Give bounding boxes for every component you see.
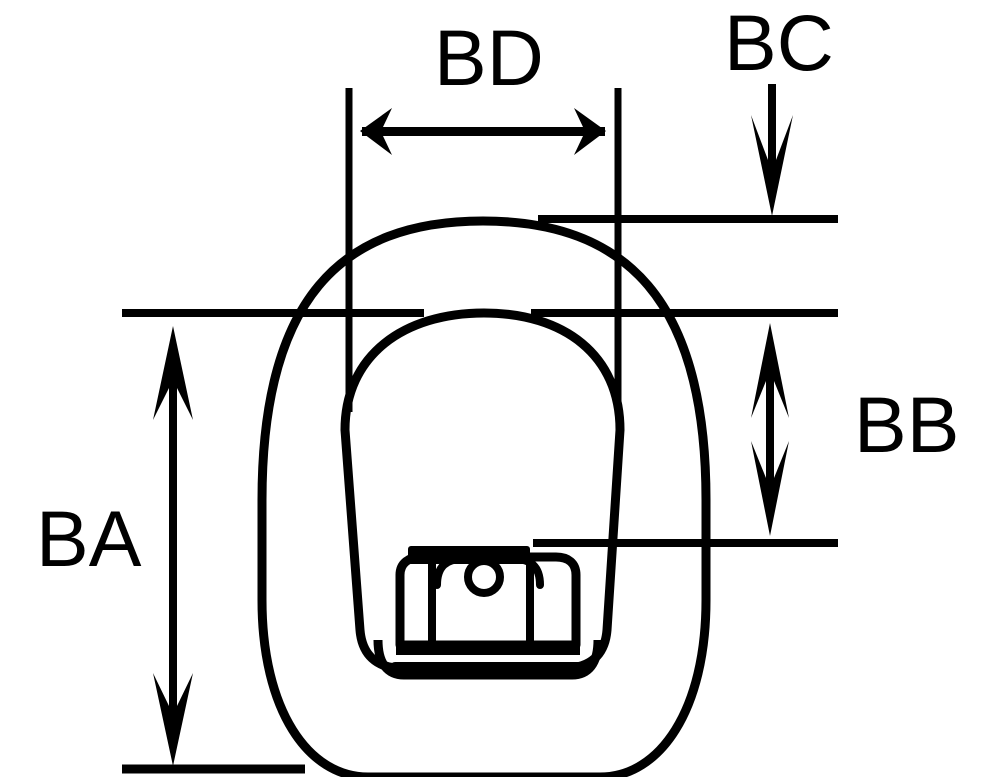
nut-chamfer-arc-right (511, 555, 544, 589)
base-plate-upper (396, 645, 580, 655)
bc-dimension-arrow (751, 84, 793, 216)
bb-dimension-arrow (751, 323, 789, 536)
nut-chamfer-arc-left (433, 555, 466, 589)
eye-nut-outer-profile (257, 216, 711, 777)
hex-nut-detail (373, 546, 603, 680)
bb-arrow-double (751, 323, 789, 536)
dimension-label-bd: BD (434, 13, 544, 102)
bd-dimension-arrow (360, 108, 606, 155)
nut-outer-outline (395, 552, 581, 650)
ba-dimension-arrow (153, 326, 193, 766)
dimension-label-ba: BA (36, 494, 142, 583)
bc-arrow-down (751, 84, 793, 216)
extension-lines (122, 88, 838, 774)
ba-arrow-double (153, 326, 193, 766)
base-plate-outline (373, 639, 603, 680)
dimension-label-bc: BC (724, 0, 834, 87)
bd-arrow-right-head (362, 108, 606, 155)
dimension-label-bb: BB (854, 380, 959, 469)
outer-body-path (257, 216, 711, 777)
